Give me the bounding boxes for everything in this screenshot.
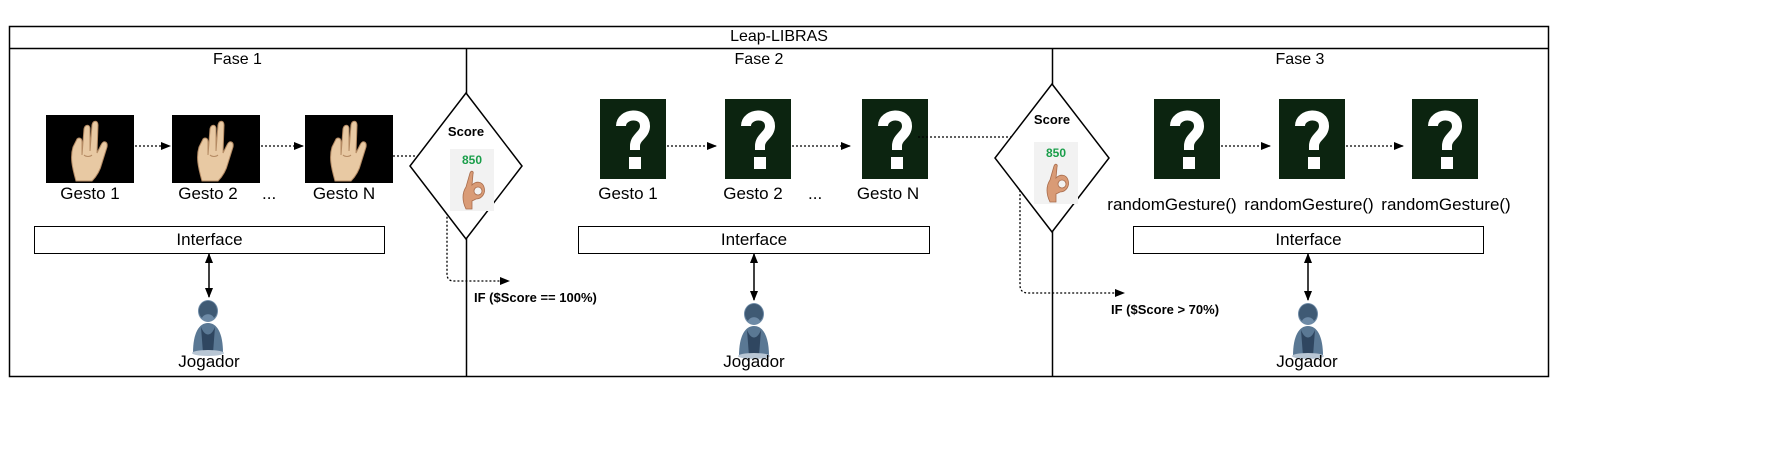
hand-sign-icon	[304, 114, 394, 184]
question-mark-icon	[725, 99, 791, 179]
gesture-label: randomGesture()	[1244, 195, 1374, 214]
score-gate-label: Score	[447, 124, 485, 139]
gate-condition: IF ($Score == 100%)	[474, 290, 597, 305]
gesture-label: Gesto 2	[178, 184, 238, 203]
question-mark-icon	[1412, 99, 1478, 179]
interface-box: Interface	[34, 226, 385, 254]
gesture-label: Gesto 1	[60, 184, 120, 203]
hand-sign-icon	[171, 114, 261, 184]
score-badge-icon	[449, 148, 495, 212]
player-icon	[738, 303, 770, 359]
gate-condition: IF ($Score > 70%)	[1111, 302, 1220, 317]
gesture-label: Gesto 1	[598, 184, 658, 203]
hand-sign-icon	[45, 114, 135, 184]
gesture-ellipsis: ...	[808, 184, 823, 203]
phase-2-label: Fase 2	[734, 51, 784, 68]
score-gate-label: Score	[1033, 112, 1071, 127]
question-mark-icon	[862, 99, 928, 179]
gesture-label: Gesto N	[312, 184, 376, 203]
phase-1-label: Fase 1	[213, 51, 262, 68]
gesture-label: Gesto 2	[723, 184, 783, 203]
player-icon	[1292, 303, 1324, 359]
question-mark-icon	[1154, 99, 1220, 179]
gesture-label: Gesto N	[856, 184, 920, 203]
player-label: Jogador	[1276, 352, 1338, 371]
interface-box: Interface	[1133, 226, 1484, 254]
gesture-label: randomGesture()	[1107, 195, 1237, 214]
diagram-title: Leap-LIBRAS	[730, 28, 828, 45]
player-label: Jogador	[723, 352, 785, 371]
question-mark-icon	[600, 99, 666, 179]
player-label: Jogador	[178, 352, 240, 371]
player-icon	[192, 300, 224, 356]
outer-frame	[8, 25, 1550, 378]
phase-3-label: Fase 3	[1275, 51, 1325, 68]
score-badge-icon	[1033, 141, 1079, 205]
interface-box: Interface	[578, 226, 930, 254]
gesture-label: randomGesture()	[1381, 195, 1511, 214]
gesture-ellipsis: ...	[262, 184, 277, 203]
question-mark-icon	[1279, 99, 1345, 179]
